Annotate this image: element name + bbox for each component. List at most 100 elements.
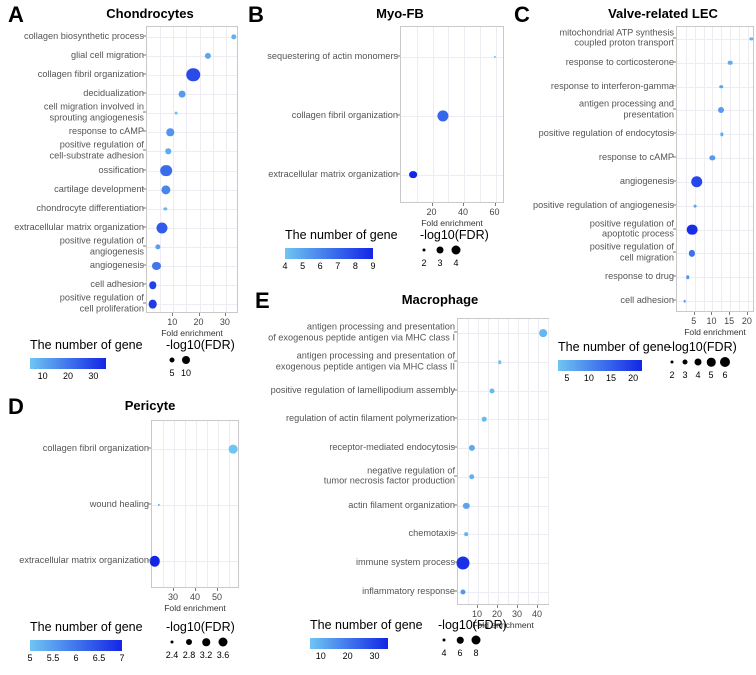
- fdr-legend-tick: 6: [457, 648, 463, 658]
- category-label: response to drug: [605, 271, 674, 281]
- category-label: collagen biosynthetic process: [23, 30, 144, 41]
- data-point: [437, 109, 449, 122]
- gridline-horizontal: [147, 189, 237, 191]
- x-axis-tick: [217, 588, 218, 591]
- y-axis-tick: [673, 61, 676, 63]
- y-axis-tick: [148, 447, 151, 449]
- x-axis-tick: [746, 312, 748, 315]
- gridline-horizontal: [677, 86, 753, 88]
- fdr-legend-tick: 5: [708, 370, 714, 380]
- panel-title-d: Pericyte: [124, 398, 176, 413]
- data-point: [157, 503, 160, 507]
- fdr-legend-tick: 3.2: [199, 650, 213, 660]
- gridline-horizontal: [147, 266, 237, 268]
- fdr-legend-dot: [436, 246, 444, 254]
- fdr-legend-tick: 10: [180, 368, 192, 378]
- gridline-horizontal: [677, 38, 753, 40]
- data-point: [464, 532, 468, 537]
- category-label: response to cAMP: [68, 125, 144, 136]
- gene-count-legend-tick: 10: [315, 651, 326, 661]
- gridline-horizontal: [677, 181, 753, 183]
- panel-letter-c: C: [514, 2, 530, 27]
- category-label: glial cell migration: [70, 49, 144, 60]
- gridline-horizontal: [458, 505, 548, 507]
- x-axis-tick-label: 50: [211, 592, 223, 602]
- y-axis-tick: [148, 559, 151, 561]
- gridline-vertical: [528, 319, 529, 604]
- category-label: wound healing: [89, 498, 149, 509]
- x-axis-tick-label: 30: [511, 609, 523, 619]
- x-axis-tick: [431, 203, 433, 206]
- x-axis-tick-label: 20: [426, 207, 437, 217]
- gene-count-legend-tick: 4: [282, 261, 288, 271]
- y-axis-tick: [143, 35, 146, 37]
- gridline-vertical: [508, 319, 509, 604]
- gridline-vertical: [479, 27, 481, 202]
- fdr-legend-dot: [202, 638, 210, 646]
- gene-count-legend-tick: 8: [352, 261, 358, 271]
- fdr-legend-dot: [670, 360, 674, 364]
- y-axis-tick: [673, 299, 676, 301]
- category-label: response to cAMP: [598, 151, 674, 162]
- gridline-horizontal: [677, 62, 753, 64]
- x-axis-tick: [537, 605, 538, 608]
- fdr-legend-title: -log10(FDR): [166, 620, 235, 634]
- gridline-horizontal: [458, 390, 548, 392]
- y-axis-tick: [397, 55, 400, 56]
- data-point: [727, 60, 733, 66]
- data-point: [204, 52, 212, 59]
- gridline-horizontal: [152, 449, 238, 450]
- data-point: [186, 68, 200, 82]
- y-axis-tick: [143, 226, 146, 228]
- gene-count-legend-tick: 30: [88, 371, 99, 381]
- data-point: [166, 128, 175, 136]
- category-label: positive regulation of endocytosis: [538, 128, 674, 138]
- category-label: cell migration involved in sprouting ang…: [43, 101, 144, 123]
- category-label: immune system process: [355, 556, 455, 567]
- y-axis-tick: [143, 207, 146, 209]
- category-label: positive regulation of cell migration: [589, 241, 674, 263]
- gridline-horizontal: [147, 36, 237, 38]
- category-label: antigen processing and presentation of e…: [268, 321, 455, 343]
- y-axis-tick: [673, 251, 676, 253]
- gridline-vertical: [712, 27, 714, 311]
- category-label: angiogenesis: [619, 175, 674, 186]
- gene-count-legend-tick: 5: [564, 373, 570, 383]
- gridline-vertical: [518, 319, 519, 604]
- category-label: extracellular matrix organization: [19, 554, 149, 565]
- gene-count-color-bar: [30, 358, 106, 369]
- gridline-horizontal: [677, 253, 753, 255]
- gridline-vertical: [703, 27, 705, 311]
- gene-count-color-bar: [30, 640, 122, 651]
- gridline-horizontal: [152, 561, 238, 562]
- y-axis-tick: [454, 561, 457, 563]
- category-label: response to interferon-gamma: [550, 80, 674, 91]
- panel-title-c: Valve-related LEC: [608, 6, 718, 21]
- y-axis-tick: [673, 228, 676, 230]
- data-point: [152, 262, 161, 271]
- data-point: [468, 445, 476, 452]
- y-axis-tick: [143, 264, 146, 266]
- gene-count-legend-title: The number of gene: [30, 338, 143, 352]
- x-axis-tick-label: 10: [167, 317, 178, 327]
- y-axis-tick: [143, 92, 146, 94]
- y-axis-tick: [454, 475, 457, 477]
- fdr-legend-tick: 2: [421, 258, 427, 268]
- gene-count-legend-tick: 30: [369, 651, 380, 661]
- plot-area-d: [149, 420, 239, 588]
- gridline-vertical: [721, 27, 723, 311]
- category-label: extracellular matrix organization: [14, 221, 144, 232]
- gridline-horizontal: [147, 208, 237, 210]
- x-axis-tick: [711, 312, 713, 315]
- x-axis-tick: [463, 203, 465, 206]
- fdr-legend-tick: 2.4: [165, 650, 179, 660]
- gridline-horizontal: [147, 247, 237, 249]
- data-point: [498, 360, 502, 364]
- fdr-legend-dot: [694, 358, 702, 366]
- fdr-legend-tick: 6: [722, 370, 728, 380]
- data-point: [460, 589, 466, 595]
- y-axis-tick: [143, 130, 146, 132]
- gridline-vertical: [196, 421, 197, 587]
- gridline-horizontal: [677, 158, 753, 160]
- category-label: sequestering of actin monomers: [267, 50, 398, 61]
